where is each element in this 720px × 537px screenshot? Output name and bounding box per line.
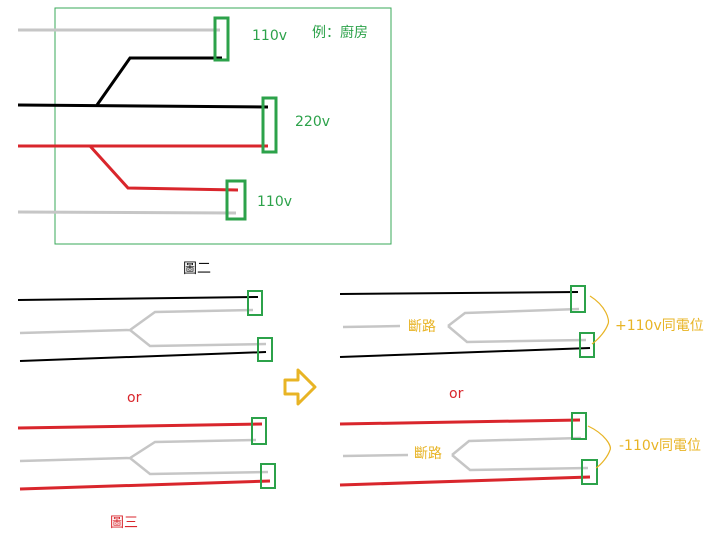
res-b-box-bottom — [581, 459, 598, 485]
result-break-bottom: 斷路 — [414, 446, 442, 462]
res-a-gray-fork-lower — [447, 325, 587, 344]
res-a-box-bottom — [579, 332, 595, 358]
result-or-label: or — [449, 386, 464, 402]
figure2-box-110-top — [213, 16, 230, 62]
res-b-bracket — [587, 425, 611, 469]
result-break-top: 斷路 — [408, 319, 436, 335]
fig3a-gray-fork — [19, 308, 254, 335]
figure2-frame — [54, 7, 392, 245]
fig3b-box-top — [251, 417, 267, 445]
result-minus-label: -110v同電位 — [619, 438, 701, 454]
fig3b-red-wire-bottom — [19, 479, 271, 491]
fig3a-black-wire-bottom — [19, 351, 267, 362]
fig3a-box-top — [247, 290, 263, 316]
res-b-red-wire-top — [339, 418, 581, 426]
figure3-or-label: or — [127, 390, 142, 406]
res-b-red-wire-bottom — [339, 475, 591, 487]
figure2-caption: 圖二 — [183, 261, 211, 277]
res-a-black-wire-bottom — [339, 347, 591, 358]
figure2-black-branch — [95, 56, 222, 106]
fig3a-black-wire-top — [17, 296, 259, 301]
fig3b-gray-fork — [19, 438, 257, 463]
res-a-gray-fork — [342, 324, 401, 329]
res-a-gray-fork-right — [447, 307, 580, 327]
figure2-box-220 — [261, 96, 278, 154]
fig3a-gray-fork-lower — [129, 329, 267, 348]
fig3b-red-wire-top — [17, 422, 263, 430]
res-b-box-top — [571, 412, 587, 440]
right-arrow-icon — [283, 368, 317, 406]
figure2-box-110-bottom — [225, 179, 247, 221]
fig3b-box-bottom — [260, 463, 276, 489]
res-b-gray-fork-lower — [451, 454, 589, 472]
figure2-label-110-bottom: 110v — [257, 194, 292, 210]
res-a-black-wire-top — [339, 291, 579, 295]
result-plus-label: +110v同電位 — [615, 318, 704, 334]
res-b-gray-fork-right — [451, 436, 582, 456]
fig3a-box-bottom — [257, 337, 273, 362]
figure2-label-110-top: 110v — [252, 28, 287, 44]
figure2-black-wire — [17, 103, 269, 109]
figure2-red-branch — [88, 144, 239, 192]
figure3-caption: 圖三 — [110, 515, 138, 531]
figure2-example-label: 例：廚房 — [312, 24, 368, 41]
fig3b-gray-fork-lower — [129, 457, 269, 476]
figure2-gray-wire-bottom — [17, 210, 237, 215]
res-b-gray-fork — [342, 453, 409, 458]
res-a-box-top — [570, 285, 586, 313]
res-a-bracket — [589, 295, 610, 345]
figure2-label-220: 220v — [295, 114, 330, 130]
